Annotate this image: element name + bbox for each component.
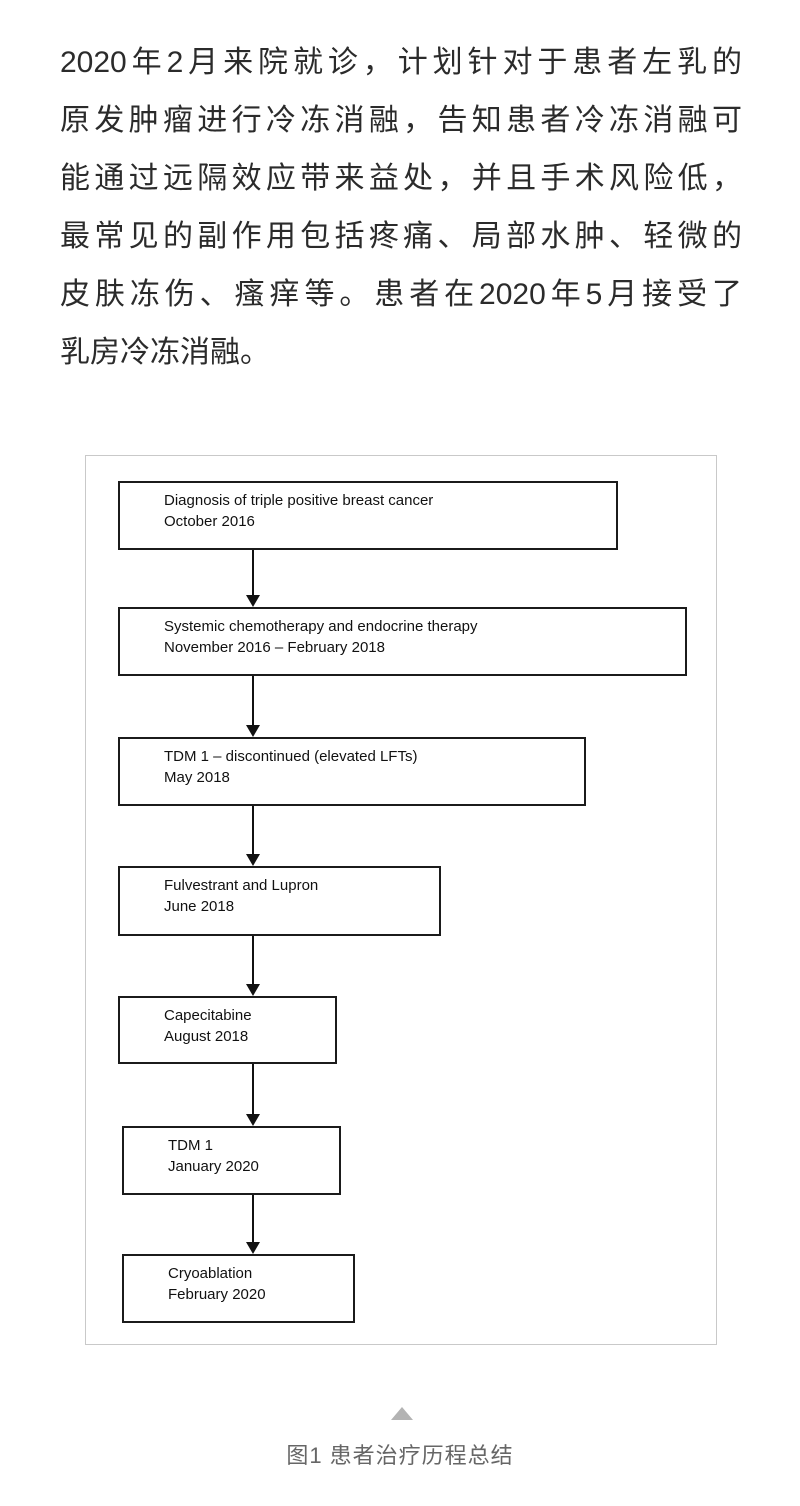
arrow-head-icon xyxy=(246,984,260,996)
flow-node-systemic-chemo: Systemic chemotherapy and endocrine ther… xyxy=(118,607,687,676)
flow-node-label: Fulvestrant and Lupron xyxy=(164,877,319,894)
flow-node-label: Systemic chemotherapy and endocrine ther… xyxy=(164,618,478,635)
paragraph-line: 乳房冷冻消融。 xyxy=(60,336,270,369)
arrow-shaft xyxy=(252,676,254,725)
flow-arrow-down xyxy=(246,676,260,737)
arrow-head-icon xyxy=(246,595,260,607)
flow-node-date: August 2018 xyxy=(164,1028,249,1045)
paragraph-line: 能通过远隔效应带来益处，并且手术风险低， xyxy=(60,162,742,195)
flow-node-date: June 2018 xyxy=(164,898,235,915)
paragraph-line: 2020年2月来院就诊，计划针对于患者左乳的 xyxy=(60,46,742,79)
flow-arrow-down xyxy=(246,1195,260,1254)
flow-node-cryoablation: Cryoablation February 2020 xyxy=(122,1254,355,1323)
paragraph-line: 皮肤冻伤、瘙痒等。患者在2020年5月接受了 xyxy=(60,278,742,311)
flow-node-diagnosis: Diagnosis of triple positive breast canc… xyxy=(118,481,618,550)
figure-caption: 图1 患者治疗历程总结 xyxy=(286,1443,514,1468)
flow-node-tdm1: TDM 1 January 2020 xyxy=(122,1126,341,1195)
flow-node-fulvestrant-lupron: Fulvestrant and Lupron June 2018 xyxy=(118,866,441,936)
arrow-head-icon xyxy=(246,1114,260,1126)
paragraph-line: 原发肿瘤进行冷冻消融，告知患者冷冻消融可 xyxy=(60,104,742,137)
flow-node-label: TDM 1 – discontinued (elevated LFTs) xyxy=(164,748,418,765)
paragraph-line: 最常见的副作用包括疼痛、局部水肿、轻微的 xyxy=(60,220,742,253)
flow-arrow-down xyxy=(246,806,260,866)
flow-arrow-down xyxy=(246,550,260,607)
arrow-head-icon xyxy=(246,725,260,737)
triangle-up-icon[interactable] xyxy=(391,1407,413,1420)
article-paragraph: 2020年2月来院就诊，计划针对于患者左乳的 原发肿瘤进行冷冻消融，告知患者冷冻… xyxy=(60,34,742,382)
arrow-shaft xyxy=(252,550,254,595)
arrow-shaft xyxy=(252,936,254,984)
flow-arrow-down xyxy=(246,936,260,996)
arrow-head-icon xyxy=(246,854,260,866)
flow-node-date: October 2016 xyxy=(164,513,255,530)
flow-node-label: Cryoablation xyxy=(168,1265,253,1282)
arrow-shaft xyxy=(252,1195,254,1242)
flow-node-date: May 2018 xyxy=(164,769,230,786)
flow-node-tdm1-discontinued: TDM 1 – discontinued (elevated LFTs) May… xyxy=(118,737,586,806)
flow-node-date: January 2020 xyxy=(168,1158,259,1175)
flow-node-date: February 2020 xyxy=(168,1286,266,1303)
figure-flowchart-panel: Diagnosis of triple positive breast canc… xyxy=(85,455,717,1345)
flow-node-date: November 2016 – February 2018 xyxy=(164,639,385,656)
flow-node-capecitabine: Capecitabine August 2018 xyxy=(118,996,337,1064)
flow-arrow-down xyxy=(246,1064,260,1126)
arrow-head-icon xyxy=(246,1242,260,1254)
flow-node-label: Diagnosis of triple positive breast canc… xyxy=(164,492,434,509)
arrow-shaft xyxy=(252,1064,254,1114)
arrow-shaft xyxy=(252,806,254,854)
flow-node-label: Capecitabine xyxy=(164,1007,252,1024)
flow-node-label: TDM 1 xyxy=(168,1137,213,1154)
